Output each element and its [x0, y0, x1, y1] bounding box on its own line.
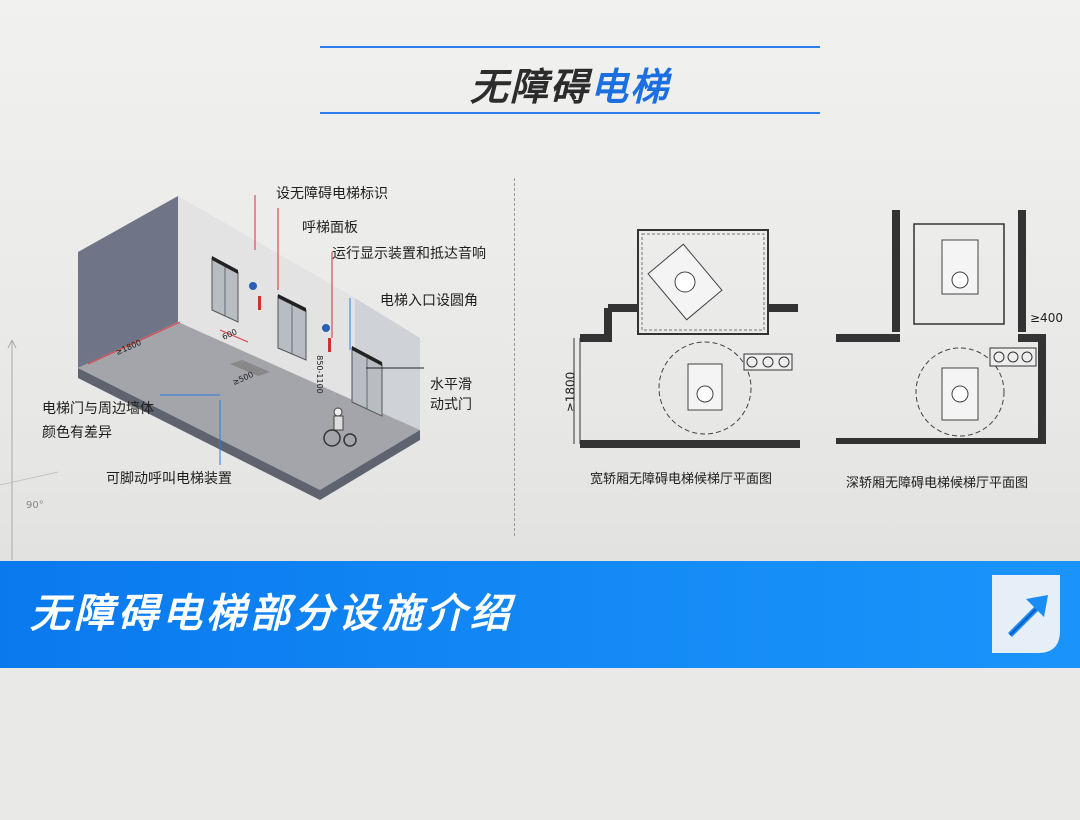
call-panel-icon	[258, 296, 261, 310]
page-title-accent: 电梯	[590, 65, 671, 109]
deep-plan-caption: 深轿厢无障碍电梯候梯厅平面图	[846, 476, 1029, 491]
wide-plan-dim: ≥1800	[563, 371, 578, 413]
callout-call-panel: 呼梯面板	[302, 220, 358, 236]
accessibility-sign-icon	[249, 282, 257, 290]
isometric-lobby-diagram	[78, 195, 424, 500]
callout-color-line2: 颜色有差异	[42, 425, 112, 441]
callout-door-line2: 动式门	[430, 397, 472, 413]
callout-rounded-corner: 电梯入口设圆角	[380, 293, 478, 309]
elevator-door-1	[211, 256, 239, 323]
deep-car-wheelchair-icon	[941, 239, 979, 295]
margin-angle-note: 90°	[26, 500, 44, 511]
call-panel-icon-2	[328, 338, 331, 352]
elevator-door-3	[351, 346, 383, 417]
callout-color-line1: 电梯门与周边墙体	[42, 401, 154, 417]
page-title-plain: 无障碍	[469, 65, 590, 109]
lobby-wheelchair-icon	[687, 363, 723, 411]
callout-door-line1: 水平滑	[430, 377, 472, 393]
deep-car-plan	[836, 210, 1046, 444]
wheelchair-user-icon	[323, 407, 357, 447]
margin-sketch	[0, 339, 59, 560]
car-wheelchair-icon	[647, 243, 723, 321]
callout-foot-call: 可脚动呼叫电梯装置	[106, 471, 232, 487]
wide-plan-caption: 宽轿厢无障碍电梯候梯厅平面图	[590, 472, 773, 487]
title-bottom-rule	[320, 112, 820, 114]
callout-sign: 设无障碍电梯标识	[276, 186, 388, 202]
title-top-rule	[320, 46, 820, 48]
callout-display: 运行显示装置和抵达音响	[332, 246, 486, 262]
call-buttons-icon	[743, 353, 793, 371]
page-title: 无障碍电梯	[300, 56, 840, 111]
accessibility-sign-icon-2	[322, 324, 330, 332]
elevator-door-2	[277, 294, 307, 361]
bottom-banner: 无障碍电梯部分设施介绍	[0, 561, 1080, 668]
arrow-logo-icon	[992, 575, 1060, 653]
title-block: 无障碍电梯	[300, 38, 840, 124]
wide-car-plan	[573, 229, 800, 448]
banner-title: 无障碍电梯部分设施介绍	[30, 591, 514, 637]
dim-panel-height: 850-1100	[314, 355, 324, 394]
section-divider	[514, 178, 515, 536]
deep-lobby-wheelchair-icon	[941, 367, 979, 421]
deep-call-buttons-icon	[989, 347, 1037, 367]
deep-plan-dim: ≥400	[1030, 311, 1063, 325]
